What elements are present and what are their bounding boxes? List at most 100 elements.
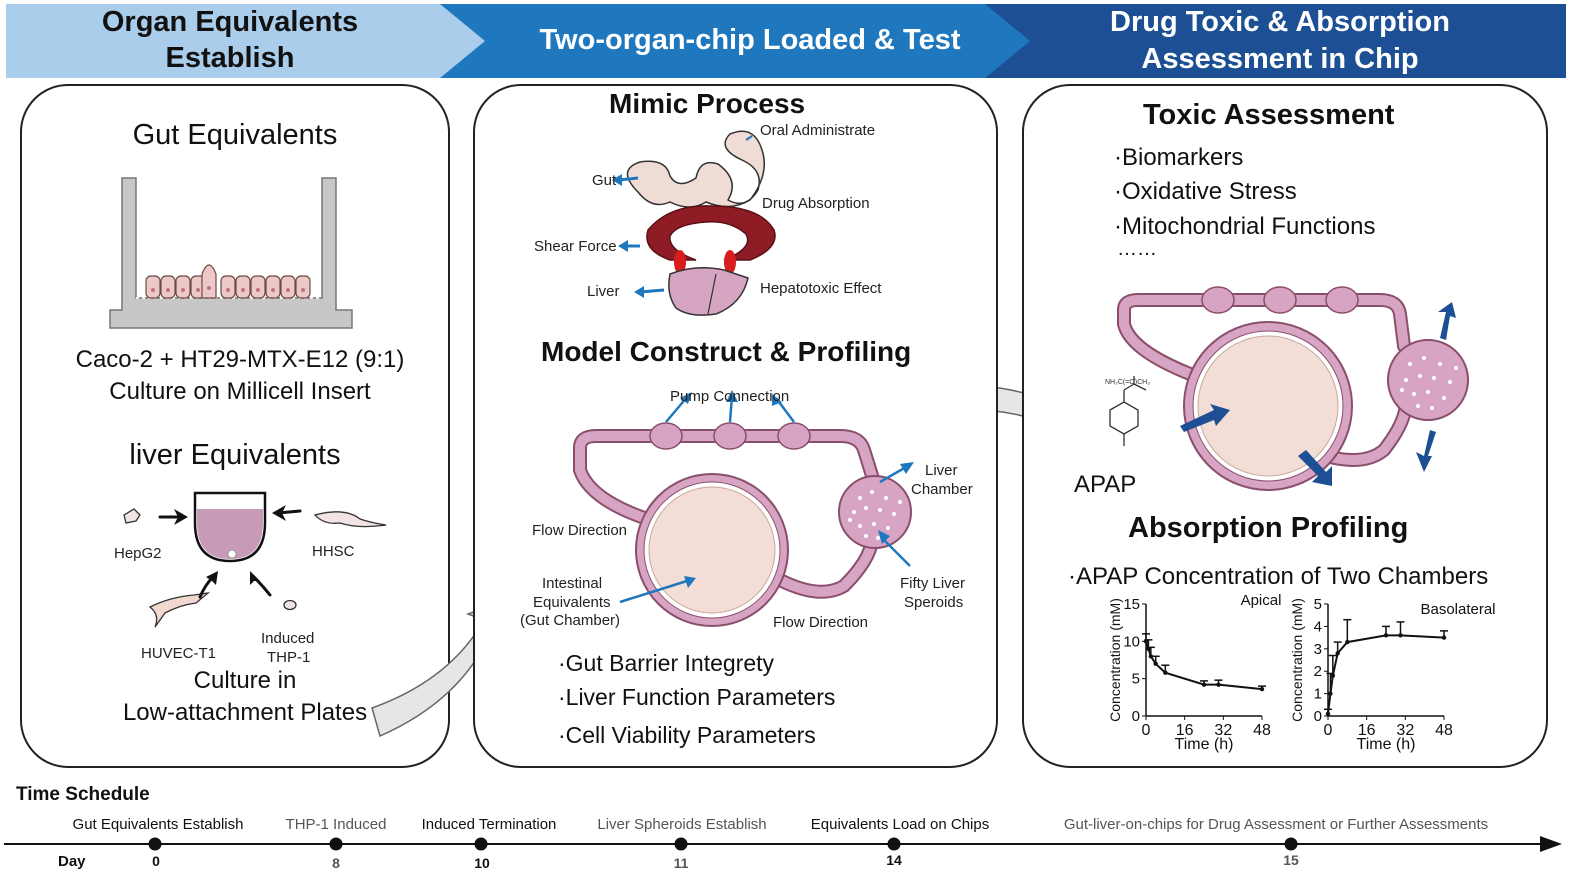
data-point xyxy=(1163,670,1168,675)
toxic-bullet-ellipsis: …… xyxy=(1117,238,1157,260)
bullet-gut-barrier: ·Gut Barrier Integrety xyxy=(558,650,775,676)
chip-with-apap-diagram xyxy=(1109,286,1469,491)
mimic-process-illustration xyxy=(612,130,776,316)
mimic-process-title: Mimic Process xyxy=(609,88,806,119)
timeline-day-value: 8 xyxy=(332,855,340,871)
x-tick-label: 32 xyxy=(1214,722,1232,739)
two-organ-chip-diagram xyxy=(573,390,914,627)
timeline-arrowhead-icon xyxy=(1540,836,1562,852)
thp1-label-2: THP-1 xyxy=(267,649,311,666)
timeline-day-value: 11 xyxy=(673,855,689,871)
hhsc-label: HHSC xyxy=(312,543,355,560)
y-tick-label: 3 xyxy=(1314,641,1322,658)
timeline-dot-day10 xyxy=(474,837,488,851)
x-tick-label: 0 xyxy=(1142,722,1151,739)
banner-stage2-shape xyxy=(440,4,1045,78)
timeline-axis xyxy=(4,836,1562,852)
y-tick-label: 10 xyxy=(1123,633,1140,650)
timeline-day-value: 0 xyxy=(152,853,160,869)
banner-stage2-text: Two-organ-chip Loaded & Test xyxy=(539,24,961,56)
series-line xyxy=(1327,634,1445,714)
x-axis-label: Time (h) xyxy=(1175,736,1234,753)
banner-stage3-shape xyxy=(985,4,1566,78)
time-schedule-title: Time Schedule xyxy=(16,784,150,805)
timeline-day-value: 15 xyxy=(1283,852,1299,868)
intestinal-label-3: (Gut Chamber) xyxy=(520,612,621,629)
hepg2-cell xyxy=(123,508,141,524)
hepg2-label: HepG2 xyxy=(114,545,162,562)
day-label: Day xyxy=(58,853,86,870)
x-tick-label: 32 xyxy=(1396,722,1414,739)
bullet-cell-viability: ·Cell Viability Parameters xyxy=(558,722,816,748)
liver-chamber-label-1: Liver xyxy=(925,462,958,479)
huvec-cell xyxy=(148,592,211,628)
data-point xyxy=(1441,635,1447,640)
timeline-event-label: Gut-liver-on-chips for Drug Assessment o… xyxy=(1063,816,1489,833)
x-tick-label: 48 xyxy=(1253,722,1271,739)
data-point xyxy=(1398,633,1403,638)
banner-stage1-shape xyxy=(6,4,500,78)
timeline-dot-day8 xyxy=(329,837,343,851)
timeline-event-label: Liver Spheroids Establish xyxy=(597,816,767,833)
liver-plate-illustration xyxy=(123,491,387,628)
thp1-label-1: Induced xyxy=(261,630,315,647)
timeline-event-label: Induced Termination xyxy=(421,816,557,833)
banner-arrows xyxy=(6,4,1566,78)
gut-label: Gut xyxy=(592,172,617,189)
panel-organ-equivalents xyxy=(20,84,450,768)
y-tick-label: 0 xyxy=(1132,708,1140,725)
flow-direction-label-1: Flow Direction xyxy=(532,522,628,539)
hepatotoxic-effect-label: Hepatotoxic Effect xyxy=(760,280,882,297)
apap-structure-text: NH₂C(=O)CH₃ xyxy=(1105,379,1151,386)
liver-chamber xyxy=(838,475,912,549)
huvec-label: HUVEC-T1 xyxy=(141,645,217,662)
y-axis-label: Concentration (mM) xyxy=(1289,598,1305,722)
x-tick-label: 16 xyxy=(1176,722,1194,739)
absorption-subtitle: ·APAP Concentration of Two Chambers xyxy=(1068,563,1489,590)
hhsc-cell xyxy=(313,511,387,528)
gut-culture-desc-1: Caco-2 + HT29-MTX-E12 (9:1) xyxy=(75,346,405,373)
drug-absorption-label: Drug Absorption xyxy=(762,195,870,212)
fifty-liver-label-2: Speroids xyxy=(904,594,964,611)
timeline-day-value: 10 xyxy=(474,855,490,871)
apap-label: APAP xyxy=(1074,471,1137,498)
toxic-bullet-oxidative: ·Oxidative Stress xyxy=(1114,178,1297,205)
timeline-event-label: Equivalents Load on Chips xyxy=(810,816,990,833)
culture-label-1: Culture in xyxy=(193,667,297,694)
timeline-dot-day14 xyxy=(887,837,901,851)
data-point xyxy=(1383,633,1389,638)
y-tick-label: 15 xyxy=(1123,596,1140,613)
shear-arrow-icon xyxy=(618,240,628,252)
gut-culture-desc-2: Culture on Millicell Insert xyxy=(109,378,371,405)
fifty-liver-label-1: Fifty Liver xyxy=(900,575,966,592)
timeline-dot-day0 xyxy=(148,837,162,851)
y-tick-label: 5 xyxy=(1132,671,1140,688)
liver-chamber-label-2: Chamber xyxy=(911,481,973,498)
thp1-cell xyxy=(283,599,297,611)
liver-organ xyxy=(668,267,749,316)
x-tick-label: 16 xyxy=(1358,722,1376,739)
banner-stage1-text: Organ Equivalents Establish xyxy=(101,6,359,74)
liver-arrow-icon xyxy=(634,286,644,298)
timeline-dot-day11 xyxy=(674,837,688,851)
gut-equivalents-title: Gut Equivalents xyxy=(132,119,338,151)
toxic-assessment-title: Toxic Assessment xyxy=(1143,99,1395,131)
data-point xyxy=(1335,651,1340,656)
data-point xyxy=(1201,682,1207,687)
timeline-event-label: Gut Equivalents Establish xyxy=(72,816,244,833)
chart-title: Basolateral xyxy=(1420,601,1495,618)
y-tick-label: 2 xyxy=(1314,663,1322,680)
y-axis-label: Concentration (mM) xyxy=(1107,598,1123,722)
model-construct-title: Model Construct & Profiling xyxy=(541,336,912,367)
toxic-bullet-mitochondrial: ·Mitochondrial Functions xyxy=(1114,213,1376,240)
chart-title: Apical xyxy=(1241,592,1282,609)
data-point xyxy=(1330,673,1336,678)
culture-label-2: Low-attachment Plates xyxy=(122,699,368,726)
x-tick-label: 0 xyxy=(1324,722,1333,739)
blood-ring xyxy=(646,205,776,261)
timeline-event-label: THP-1 Induced xyxy=(285,816,387,833)
x-tick-label: 48 xyxy=(1435,722,1453,739)
gut-organ xyxy=(626,130,765,208)
